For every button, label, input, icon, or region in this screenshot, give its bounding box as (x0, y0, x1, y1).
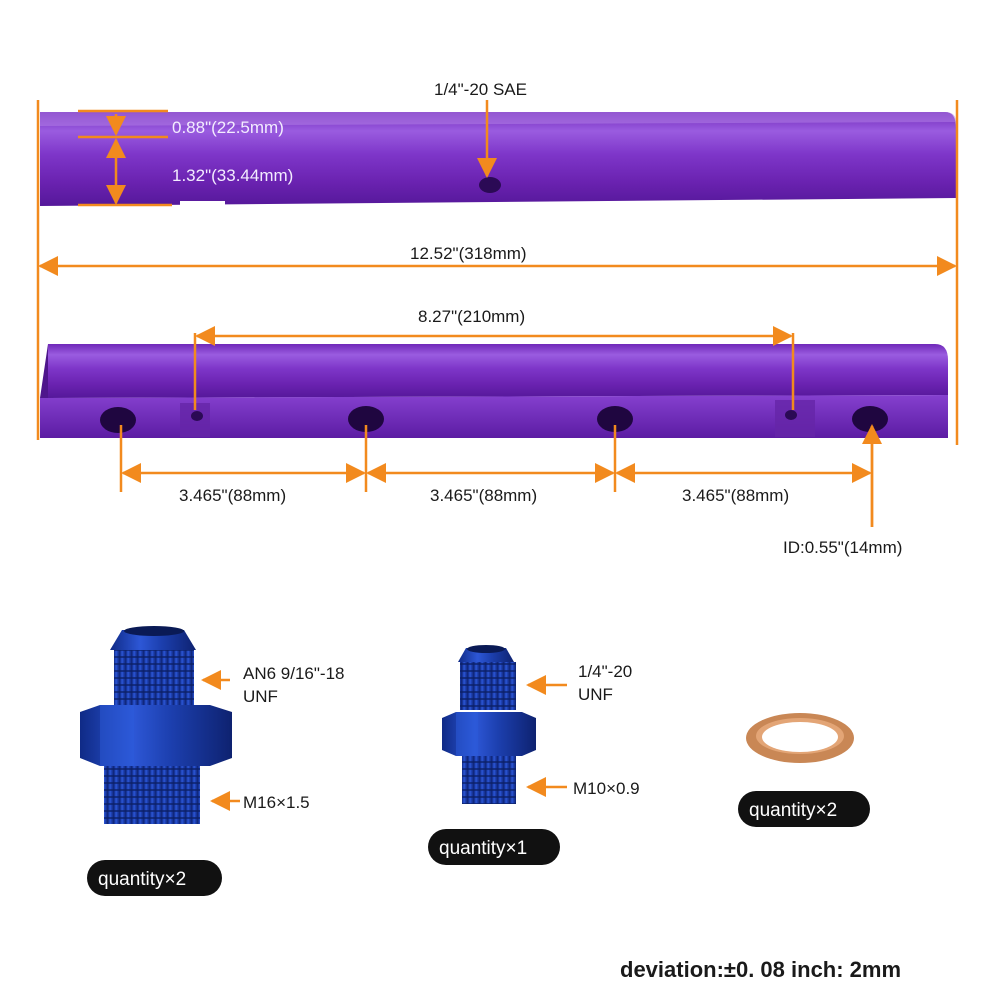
height-132-label: 1.32"(33.44mm) (172, 166, 293, 185)
fuel-rail-side-view (40, 344, 948, 438)
large-fitting-thread-label-2: UNF (243, 687, 278, 706)
small-quantity-pill (428, 829, 560, 865)
length-label: 12.52"(318mm) (410, 244, 527, 263)
injector-port-hole (100, 407, 136, 433)
large-an6-fitting (80, 626, 232, 824)
port-thread-label: 1/4"-20 SAE (434, 80, 527, 99)
washer-quantity-pill (738, 791, 870, 827)
port-spacing-label-1: 3.465"(88mm) (179, 486, 286, 505)
injector-port-hole (348, 406, 384, 432)
small-fitting-thread-label: 1/4"-20 (578, 662, 632, 681)
injector-port-hole (852, 406, 888, 432)
top-port-hole (479, 177, 501, 193)
port-spacing-label-2: 3.465"(88mm) (430, 486, 537, 505)
top-rail-dimensions (36, 100, 959, 445)
fuel-rail-top-view (40, 112, 956, 208)
inner-diameter-label: ID:0.55"(14mm) (783, 538, 902, 557)
washer-quantity-label: quantity×2 (749, 800, 837, 821)
small-quantity-label: quantity×1 (439, 838, 527, 859)
mount-hole (191, 411, 203, 421)
height-088-label: 0.88"(22.5mm) (172, 118, 284, 137)
small-fitting-thread-label-2: UNF (578, 685, 613, 704)
deviation-note: deviation:±0. 08 inch: 2mm (620, 957, 901, 982)
bottom-rail-dimensions (119, 326, 882, 527)
injector-port-hole (597, 406, 633, 432)
large-quantity-pill (87, 860, 222, 896)
large-fitting-metric-label: M16×1.5 (243, 793, 310, 812)
mount-hole (785, 410, 797, 420)
large-quantity-label: quantity×2 (98, 869, 186, 890)
small-an-fitting (442, 645, 536, 804)
large-fitting-thread-label: AN6 9/16"-18 (243, 664, 345, 683)
small-fitting-metric-label: M10×0.9 (573, 779, 640, 798)
mount-spacing-label: 8.27"(210mm) (418, 307, 525, 326)
port-spacing-label-3: 3.465"(88mm) (682, 486, 789, 505)
copper-washer (746, 713, 854, 763)
